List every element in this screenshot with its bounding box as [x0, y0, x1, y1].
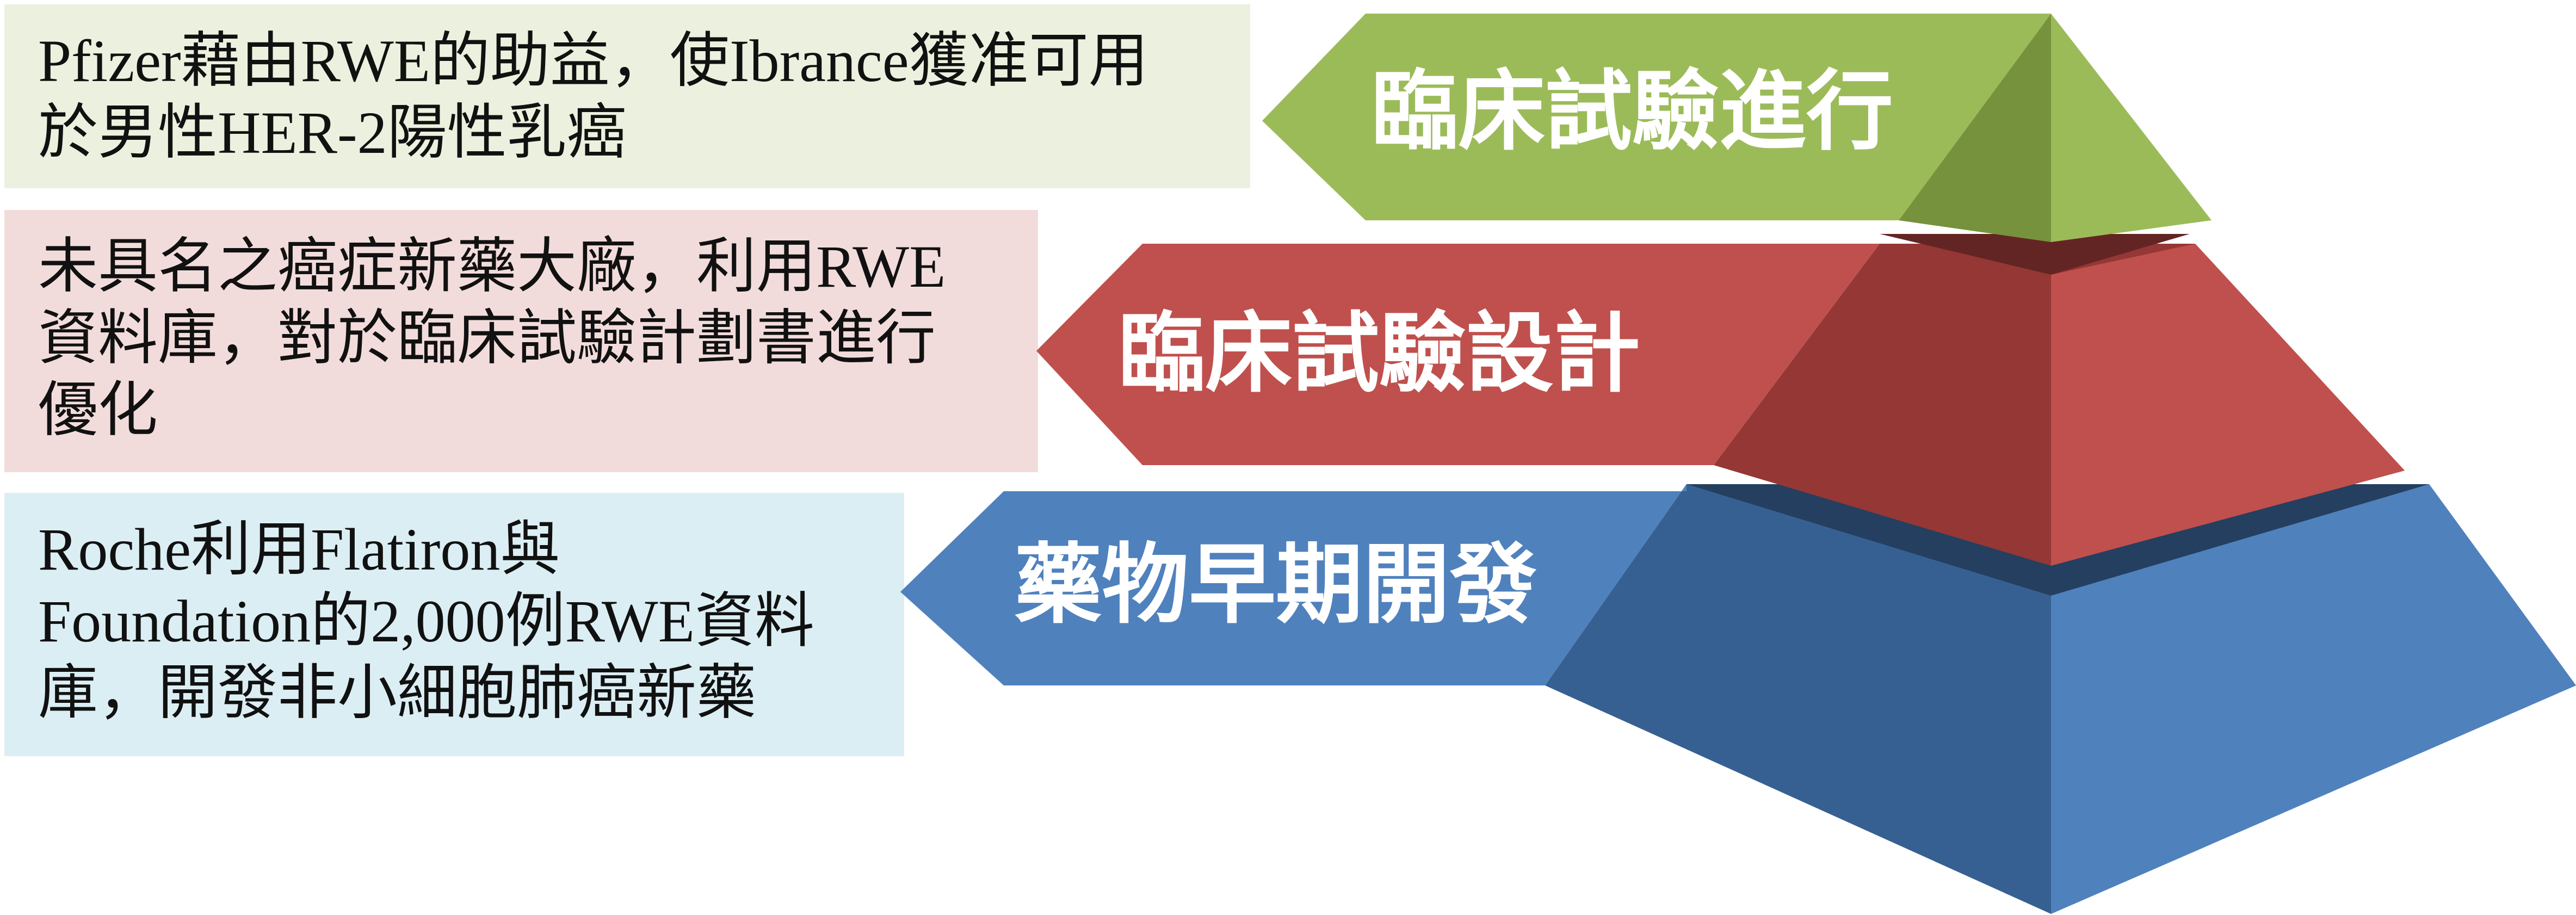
note-line: 優化 — [38, 377, 158, 443]
tier-middle-arrow — [1036, 244, 1880, 465]
note-line: Roche利用Flatiron與 — [38, 516, 560, 583]
note-early-drug-development: Roche利用Flatiron與 Foundation的2,000例RWE資料 … — [4, 493, 904, 756]
tier-label-clinical-trial-design: 臨床試驗設計 — [1118, 302, 1640, 404]
tier-top-side — [1899, 14, 2051, 242]
note-line: Pfizer藉由RWE的助益，使Ibrance獲准可用 — [38, 28, 1148, 94]
tier-middle-front — [2051, 244, 2405, 566]
tier-top-front — [2051, 14, 2211, 242]
tier-label-clinical-trial-execution: 臨床試驗進行 — [1371, 60, 1893, 162]
tier-label-early-drug-development: 藥物早期開發 — [1015, 534, 1537, 635]
tier-middle-top — [1880, 234, 2190, 275]
tier-bottom-arrow — [900, 484, 1687, 685]
note-line: Foundation的2,000例RWE資料 — [38, 588, 814, 654]
note-line: 於男性HER-2陽性乳癌 — [38, 100, 627, 166]
tier-bottom-front — [2051, 484, 2576, 914]
note-clinical-trial-execution: Pfizer藉由RWE的助益，使Ibrance獲准可用 於男性HER-2陽性乳癌 — [4, 4, 1250, 188]
note-line: 資料庫，對於臨床試驗計劃書進行 — [38, 305, 936, 372]
tier-top-arrow — [1262, 14, 2051, 220]
note-clinical-trial-design: 未具名之癌症新藥大廠，利用RWE 資料庫，對於臨床試驗計劃書進行 優化 — [4, 210, 1038, 472]
note-line: 未具名之癌症新藥大廠，利用RWE — [38, 233, 946, 300]
note-line: 庫，開發非小細胞肺癌新藥 — [38, 660, 756, 726]
